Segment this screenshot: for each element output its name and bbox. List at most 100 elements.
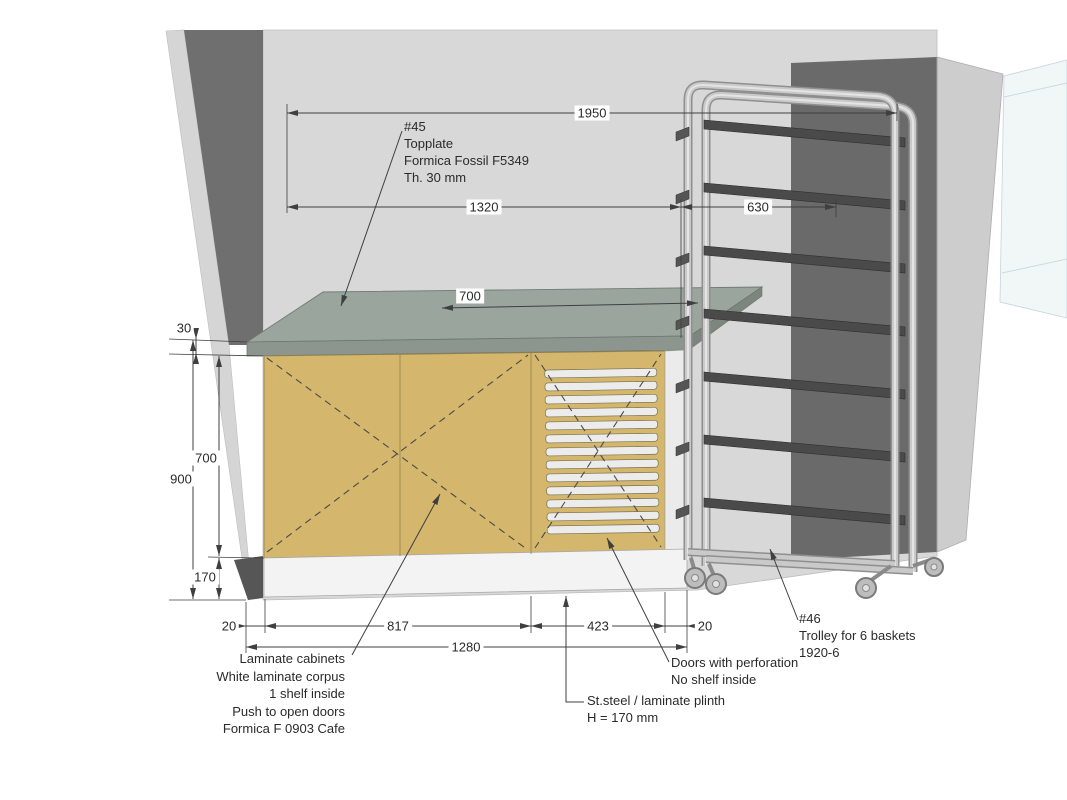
shelf (703, 308, 906, 337)
dim-gap-right: 20 (694, 618, 716, 634)
swing-dash (266, 357, 529, 551)
perforation-slats (544, 367, 660, 535)
slat (545, 445, 659, 457)
plinth-note: St.steel / laminate plinth H = 170 mm (587, 692, 725, 726)
dim-front-height: 700 (192, 450, 220, 466)
dim-counter-width: 1320 (466, 199, 502, 215)
note-line: Th. 30 mm (404, 170, 467, 185)
note-line: #46 (799, 611, 821, 626)
bottom-bar (705, 556, 914, 574)
glass-counter-edge (999, 59, 1067, 319)
leader-cabinets (351, 493, 441, 656)
dim-topplate-thickness: 30 (173, 320, 195, 336)
caster-hub (862, 584, 870, 592)
bottom-bar (687, 549, 896, 567)
leader-lines (340, 130, 799, 703)
dim-line-700-depth (441, 300, 699, 311)
trolley-frame-near (683, 80, 900, 566)
note-line: Topplate (404, 136, 454, 151)
leader-trolley (769, 548, 799, 621)
wall-pillar-dark (184, 30, 263, 345)
trolley-note: #46 Trolley for 6 baskets 1920-6 (799, 610, 916, 661)
shelf (703, 497, 906, 526)
slat (546, 510, 660, 522)
glass-line (1003, 82, 1067, 98)
dim-cabinet-total-width: 1280 (448, 639, 484, 655)
shelf-tab (675, 126, 690, 142)
wall-base-dark (234, 556, 263, 600)
note-line: H = 170 mm (587, 710, 659, 725)
slat (544, 380, 658, 392)
leader-topplate (340, 130, 403, 307)
plinth (263, 548, 688, 598)
dim-plinth-height: 170 (191, 569, 219, 585)
dim-trolley-width: 630 (744, 199, 772, 215)
trolley-shelves (703, 119, 906, 526)
swing-dash (534, 353, 662, 549)
note-line: St.steel / laminate plinth (587, 693, 726, 708)
caster-stem (868, 564, 893, 583)
note-line: 1920-6 (799, 645, 840, 660)
note-line: Push to open doors (232, 703, 345, 719)
shelf-tab (675, 315, 690, 331)
slat (544, 367, 658, 379)
shelf (703, 371, 906, 400)
trolley-frame-far (701, 90, 918, 572)
frame-tube (687, 83, 896, 566)
shelf (703, 119, 906, 148)
slat (546, 523, 660, 535)
trolley-casters (684, 557, 944, 599)
dim-doors-width: 817 (384, 618, 412, 634)
leader-perforation (606, 537, 670, 663)
slat (546, 484, 659, 496)
trolley-shelf-tabs (675, 126, 690, 520)
note-line: Laminate cabinets (239, 651, 345, 666)
swing-dash (534, 354, 662, 548)
shelf (703, 434, 906, 463)
shelf-tab (675, 378, 690, 394)
trolley-bottom-bars (687, 548, 914, 575)
shelf-tab (675, 189, 690, 205)
slat (545, 419, 658, 431)
shelf-tab (675, 504, 690, 520)
dim-perforated-door-width: 423 (584, 618, 612, 634)
note-line: White laminate corpus (216, 668, 345, 684)
shelf-tab (675, 252, 690, 268)
wall-recess-dark (791, 57, 937, 560)
frame-tube (705, 93, 914, 572)
trolley (675, 80, 944, 599)
dim-counter-depth: 700 (456, 288, 484, 304)
swing-dash (266, 354, 529, 553)
topplate-note: #45 Topplate Formica Fossil F5349 Th. 30… (404, 118, 529, 186)
shelf (703, 182, 906, 211)
slat (544, 393, 658, 405)
ext-line (168, 353, 264, 357)
ext-line (168, 338, 248, 343)
extension-lines (168, 104, 898, 653)
note-line: Formica Fossil F5349 (404, 153, 529, 168)
note-line: Doors with perforation (671, 655, 799, 670)
caster-hub (691, 574, 699, 582)
note-line: Formica F 0903 Cafe (222, 721, 345, 736)
ext-line (207, 556, 265, 559)
slat (546, 471, 659, 483)
slat (545, 458, 659, 470)
shelf (703, 245, 906, 274)
shelf-tab (675, 441, 690, 457)
leader-plinth (563, 596, 584, 703)
dim-total-height: 900 (167, 471, 195, 487)
note-line: No shelf inside (671, 672, 757, 687)
slat (545, 406, 658, 418)
note-line: #45 (404, 119, 426, 134)
note-line: Trolley for 6 baskets (799, 628, 916, 643)
cabinets-note: Laminate cabinets White laminate corpus … (195, 650, 345, 738)
perforation-note: Doors with perforation No shelf inside (671, 654, 798, 688)
caster-hub (930, 563, 938, 571)
door-swing-dashes (266, 353, 662, 553)
wall-left-strip (165, 29, 253, 601)
note-line: 1 shelf inside (269, 686, 345, 701)
slat (545, 432, 659, 444)
dim-overall-width: 1950 (574, 105, 610, 121)
